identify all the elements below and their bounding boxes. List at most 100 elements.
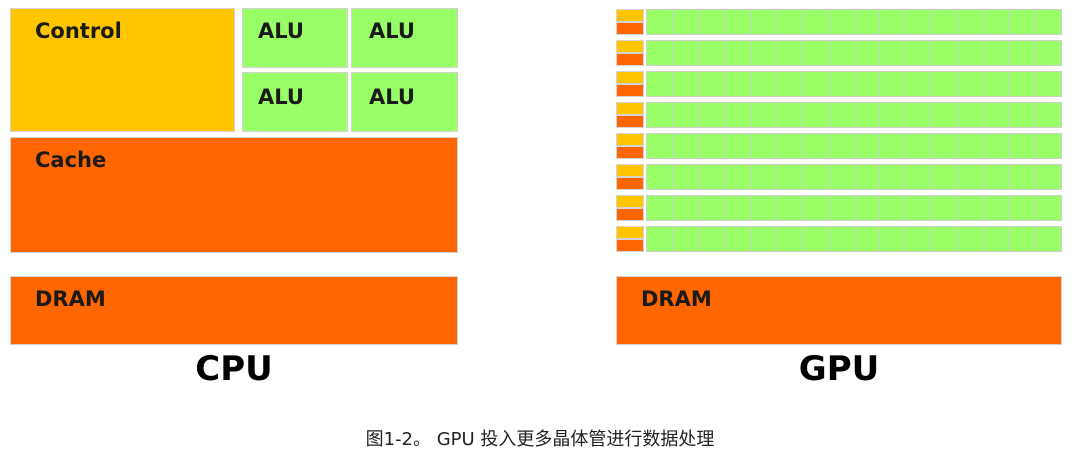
gpu-alu-block <box>698 134 724 158</box>
gpu-cache-block <box>616 177 644 190</box>
gpu-alu-block <box>828 227 854 251</box>
gpu-alu-block <box>724 134 750 158</box>
cpu-cache-label: Cache <box>35 148 107 172</box>
gpu-alu-strip <box>646 40 1062 66</box>
gpu-alu-block <box>776 72 802 96</box>
gpu-alu-block <box>1036 72 1061 96</box>
gpu-alu-block <box>906 103 932 127</box>
cpu-alu-block: ALU <box>351 8 458 68</box>
gpu-alu-block <box>932 134 958 158</box>
gpu-alu-block <box>854 10 880 34</box>
gpu-alu-block <box>750 41 776 65</box>
cpu-alu-block: ALU <box>351 72 458 132</box>
cpu-alu-block: ALU <box>242 72 348 132</box>
gpu-alu-block <box>984 227 1010 251</box>
gpu-alu-block <box>828 196 854 220</box>
gpu-alu-block <box>776 227 802 251</box>
gpu-alu-block <box>1036 165 1061 189</box>
gpu-alu-block <box>932 103 958 127</box>
gpu-title: GPU <box>798 349 880 389</box>
gpu-alu-block <box>672 72 698 96</box>
gpu-cache-block <box>616 146 644 159</box>
gpu-core-row <box>616 226 1062 252</box>
gpu-alu-block <box>647 103 672 127</box>
gpu-alu-block <box>828 165 854 189</box>
gpu-alu-strip <box>646 102 1062 128</box>
gpu-cache-block <box>616 84 644 97</box>
gpu-control-block <box>616 9 644 22</box>
gpu-alu-block <box>984 103 1010 127</box>
gpu-alu-block <box>1010 134 1036 158</box>
gpu-alu-block <box>647 10 672 34</box>
gpu-alu-block <box>750 10 776 34</box>
gpu-alu-block <box>647 134 672 158</box>
gpu-alu-block <box>1010 103 1036 127</box>
gpu-alu-block <box>672 165 698 189</box>
gpu-alu-block <box>1010 41 1036 65</box>
gpu-alu-block <box>672 41 698 65</box>
gpu-alu-block <box>1010 72 1036 96</box>
gpu-alu-block <box>828 72 854 96</box>
cpu-alu-label: ALU <box>258 85 304 109</box>
gpu-alu-block <box>854 227 880 251</box>
gpu-alu-block <box>672 227 698 251</box>
gpu-alu-block <box>750 196 776 220</box>
gpu-alu-block <box>802 165 828 189</box>
gpu-alu-block <box>698 72 724 96</box>
gpu-alu-block <box>880 165 906 189</box>
gpu-cache-block <box>616 239 644 252</box>
gpu-control-block <box>616 71 644 84</box>
cpu-alu-block: ALU <box>242 8 348 68</box>
gpu-alu-block <box>750 103 776 127</box>
gpu-alu-block <box>984 10 1010 34</box>
gpu-alu-block <box>802 103 828 127</box>
gpu-alu-block <box>854 134 880 158</box>
gpu-alu-block <box>724 227 750 251</box>
gpu-alu-block <box>776 134 802 158</box>
gpu-cache-block <box>616 22 644 35</box>
gpu-alu-block <box>802 10 828 34</box>
gpu-alu-block <box>724 103 750 127</box>
gpu-alu-block <box>802 72 828 96</box>
gpu-alu-block <box>932 10 958 34</box>
gpu-alu-block <box>958 227 984 251</box>
cpu-dram-label: DRAM <box>35 287 106 311</box>
gpu-core-row <box>616 195 1062 221</box>
gpu-alu-block <box>724 10 750 34</box>
gpu-alu-block <box>932 165 958 189</box>
gpu-alu-block <box>1010 10 1036 34</box>
gpu-alu-block <box>698 10 724 34</box>
gpu-alu-block <box>906 196 932 220</box>
gpu-core-row <box>616 133 1062 159</box>
gpu-alu-block <box>906 227 932 251</box>
gpu-alu-block <box>828 41 854 65</box>
gpu-alu-block <box>906 10 932 34</box>
gpu-control-block <box>616 195 644 208</box>
gpu-alu-block <box>906 41 932 65</box>
gpu-alu-block <box>958 103 984 127</box>
gpu-alu-block <box>750 165 776 189</box>
gpu-alu-block <box>647 72 672 96</box>
gpu-cache-block <box>616 53 644 66</box>
gpu-alu-block <box>802 41 828 65</box>
gpu-alu-block <box>698 196 724 220</box>
gpu-dram-label: DRAM <box>641 287 712 311</box>
gpu-alu-block <box>802 134 828 158</box>
cpu-cache-block: Cache <box>10 137 458 253</box>
gpu-alu-block <box>984 196 1010 220</box>
gpu-alu-block <box>958 196 984 220</box>
gpu-control-block <box>616 102 644 115</box>
gpu-alu-block <box>698 227 724 251</box>
gpu-alu-block <box>1036 103 1061 127</box>
gpu-alu-block <box>880 10 906 34</box>
gpu-alu-strip <box>646 71 1062 97</box>
gpu-control-block <box>616 133 644 146</box>
gpu-alu-strip <box>646 226 1062 252</box>
cpu-alu-label: ALU <box>369 19 415 43</box>
gpu-alu-strip <box>646 133 1062 159</box>
gpu-alu-block <box>984 165 1010 189</box>
gpu-alu-block <box>854 72 880 96</box>
gpu-alu-block <box>880 103 906 127</box>
figure-caption: 图1-2。 GPU 投入更多晶体管进行数据处理 <box>365 429 715 450</box>
gpu-core-row <box>616 71 1062 97</box>
